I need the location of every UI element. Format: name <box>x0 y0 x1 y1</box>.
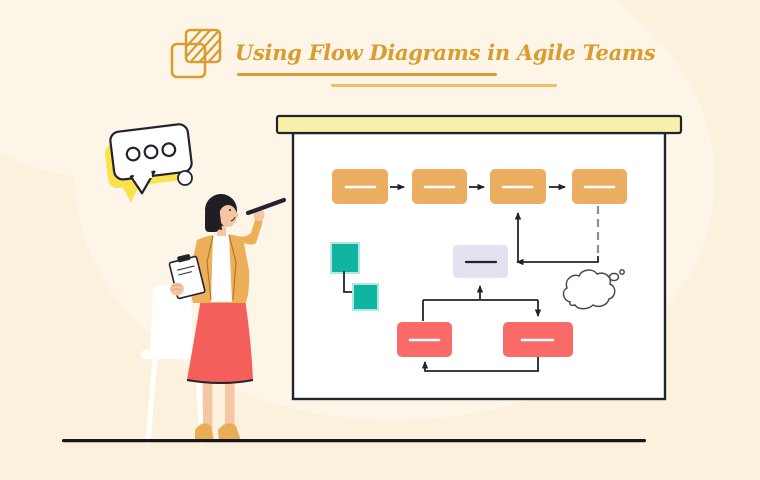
chair-backrest <box>150 285 193 351</box>
flowchart <box>330 169 627 372</box>
raised-arm <box>236 217 263 245</box>
overlapping-sticky-notes-icon <box>170 28 222 79</box>
title-underline <box>237 73 497 76</box>
skirt-hem-line <box>186 379 254 384</box>
right-leg <box>225 378 235 434</box>
left-leg <box>203 378 213 434</box>
speech-bubble-dot <box>161 142 177 158</box>
ground-line <box>62 439 646 443</box>
nose <box>233 212 239 218</box>
marker-pen <box>245 197 287 216</box>
chair-front-leg <box>145 356 158 444</box>
speech-bubble-dot <box>143 144 159 160</box>
presenter-woman <box>168 194 287 441</box>
back-note-shape <box>184 28 222 64</box>
eye <box>229 209 231 211</box>
speech-bubble-body <box>109 123 193 195</box>
right-shoe <box>218 423 241 441</box>
ring-doodle <box>177 170 193 186</box>
skirt <box>187 286 253 383</box>
thought-cloud-doodle <box>562 269 625 310</box>
chair-seat <box>141 350 204 359</box>
speech-bubble <box>104 123 193 203</box>
front-note-shape <box>170 42 207 79</box>
hair-fringe <box>214 198 235 204</box>
hand-finger-lines <box>171 284 182 291</box>
speech-bubble-dot <box>125 146 141 162</box>
title-underline-secondary <box>331 84 557 87</box>
clipboard-scribbles <box>176 265 195 276</box>
shirt <box>211 234 232 302</box>
smile <box>230 216 236 222</box>
left-shoe <box>195 423 214 441</box>
flow-edge-into-review <box>516 256 599 266</box>
clipboard-clip <box>177 254 191 263</box>
whiteboard-rail <box>275 114 683 135</box>
jacket-lapel-lines <box>206 234 237 301</box>
face <box>219 205 237 227</box>
sticky-note-1 <box>330 242 360 274</box>
flow-edge-taskb-loop-taska <box>421 357 539 372</box>
hair-sideburn <box>213 206 222 230</box>
sticky-note-2 <box>352 283 379 311</box>
